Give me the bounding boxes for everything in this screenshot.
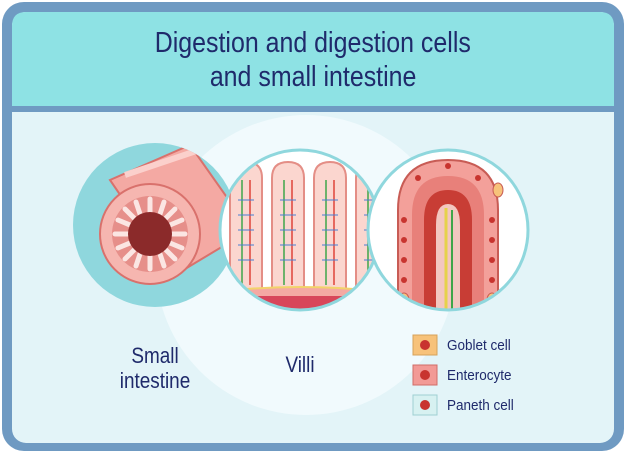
legend-swatch-enterocyte bbox=[412, 364, 438, 386]
small-intestine-illustration bbox=[73, 143, 237, 307]
title-divider bbox=[12, 106, 614, 112]
villi-label: Villi bbox=[285, 352, 315, 377]
title-band bbox=[12, 12, 614, 106]
title-line-2: and small intestine bbox=[209, 61, 417, 93]
legend-label-goblet: Goblet cell bbox=[447, 337, 511, 354]
legend-swatch-paneth bbox=[412, 394, 438, 416]
legend-swatch-goblet bbox=[412, 334, 438, 356]
villus-cells-illustration bbox=[366, 148, 530, 312]
small-intestine-label: Small intestine bbox=[119, 343, 191, 393]
title-line-1: Digestion and digestion cells bbox=[154, 27, 472, 59]
legend-label-enterocyte: Enterocyte bbox=[447, 367, 512, 384]
page-title: Digestion and digestion cells and small … bbox=[14, 14, 612, 106]
legend-label-paneth: Paneth cell bbox=[447, 397, 514, 414]
villi-illustration bbox=[218, 148, 382, 312]
